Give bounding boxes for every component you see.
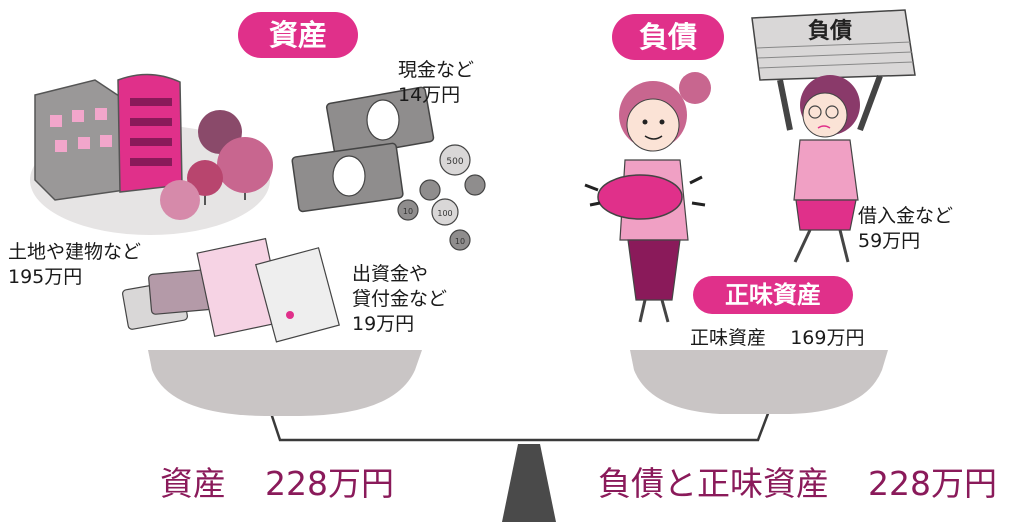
liabilities-net-worth-total: 負債と正味資産 228万円 [598, 457, 997, 505]
assets-total-label: 資産 [160, 464, 226, 503]
investments-line1: 出資金や [352, 263, 429, 285]
loans-name: 借入金など [858, 205, 954, 227]
woman-carrying-debt-figure: 負債 [751, 9, 916, 263]
net-worth-label: 正味資産 169万円 [690, 326, 864, 351]
net-worth-amount: 169万円 [790, 327, 865, 349]
cash-amount: 14万円 [398, 84, 461, 106]
trees-icon [160, 110, 273, 220]
liabilities-header: 負債 [612, 14, 724, 60]
cash-name: 現金など [398, 59, 475, 81]
coins-icon: 500 100 10 10 [397, 144, 486, 251]
land-name: 土地や建物など [8, 241, 142, 263]
documents-icon [122, 237, 340, 343]
assets-total: 資産 228万円 [160, 457, 394, 505]
net-worth-header: 正味資産 [693, 276, 853, 314]
cash-bundles-icon [291, 86, 435, 213]
svg-text:100: 100 [437, 209, 452, 218]
buildings-icon [34, 73, 183, 201]
investments-line2: 貸付金など [352, 288, 448, 310]
balance-scale [148, 350, 888, 522]
assets-total-amount: 228万円 [265, 464, 394, 503]
net-worth-name: 正味資産 [690, 327, 767, 349]
svg-text:10: 10 [403, 207, 413, 216]
liabilities-net-worth-total-amount: 228万円 [868, 464, 997, 503]
land-label: 土地や建物など 195万円 [8, 240, 141, 290]
investments-label: 出資金や 貸付金など 19万円 [352, 262, 447, 337]
svg-text:10: 10 [455, 237, 465, 246]
assets-header: 資産 [238, 12, 358, 58]
woman-with-purse-figure [584, 72, 711, 323]
svg-text:負債: 負債 [808, 18, 852, 44]
investments-amount: 19万円 [352, 313, 415, 335]
cash-label: 現金など 14万円 [398, 58, 474, 108]
land-amount: 195万円 [8, 266, 83, 288]
svg-text:500: 500 [446, 157, 463, 167]
loans-amount: 59万円 [858, 230, 921, 252]
liabilities-net-worth-total-label: 負債と正味資産 [598, 464, 829, 503]
loans-label: 借入金など 59万円 [858, 204, 953, 254]
